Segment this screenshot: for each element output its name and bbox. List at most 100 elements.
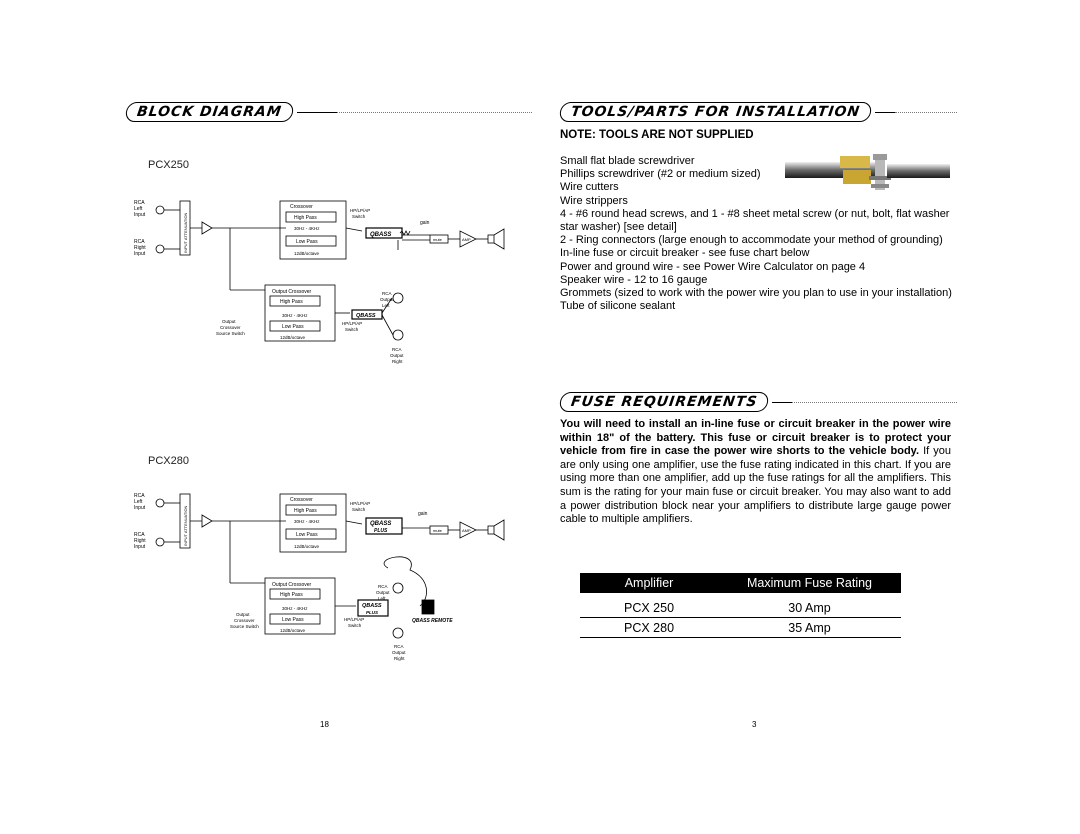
svg-text:Low Pass: Low Pass — [282, 617, 304, 623]
list-item: Phillips screwdriver (#2 or medium sized… — [560, 168, 761, 181]
svg-text:Right: Right — [134, 538, 146, 544]
svg-text:RCA: RCA — [394, 644, 404, 649]
svg-text:PLUS: PLUS — [366, 610, 378, 615]
block-diagram-header: BLOCK DIAGRAM — [124, 101, 532, 123]
column-header: Amplifier — [580, 573, 718, 593]
svg-text:Input: Input — [134, 544, 146, 550]
svg-text:Left: Left — [134, 499, 143, 505]
page-number-right: 3 — [752, 720, 757, 729]
svg-text:Input: Input — [134, 505, 146, 511]
list-item: Small flat blade screwdriver — [560, 155, 695, 167]
svg-text:Right: Right — [394, 656, 405, 661]
model-label-pcx280: PCX280 — [148, 455, 189, 467]
svg-text:mute: mute — [433, 237, 443, 242]
svg-text:High Pass: High Pass — [294, 215, 317, 221]
header-rule — [772, 401, 793, 403]
svg-text:Output Crossover: Output Crossover — [272, 289, 312, 295]
svg-text:Source Switch: Source Switch — [216, 331, 245, 336]
svg-text:High Pass: High Pass — [280, 299, 303, 305]
fuse-paragraph: You will need to install an in-line fuse… — [560, 418, 951, 527]
svg-text:QBASS: QBASS — [370, 232, 391, 238]
table-cell: PCX 280 — [580, 617, 718, 638]
svg-text:Low Pass: Low Pass — [282, 324, 304, 330]
table-cell: 35 Amp — [718, 617, 901, 638]
svg-text:QBASS: QBASS — [370, 521, 391, 527]
svg-text:gain: gain — [418, 511, 428, 517]
svg-text:Left: Left — [134, 206, 143, 212]
svg-text:HP/LP/AP: HP/LP/AP — [350, 208, 370, 213]
svg-text:Output: Output — [222, 319, 236, 324]
svg-text:Output: Output — [236, 612, 250, 617]
svg-text:Output: Output — [392, 650, 406, 655]
table-cell: PCX 250 — [580, 598, 718, 618]
fuse-paragraph-regular: If you are only using one amplifier, use… — [560, 445, 951, 526]
svg-text:Crossover: Crossover — [220, 325, 241, 330]
table-row: PCX 280 35 Amp — [580, 617, 901, 638]
svg-text:RCA: RCA — [392, 347, 402, 352]
svg-text:Left: Left — [382, 303, 390, 308]
svg-text:RCA: RCA — [134, 532, 145, 538]
fuse-paragraph-bold: You will need to install an in-line fuse… — [560, 418, 951, 458]
svg-text:HP/LP/AP: HP/LP/AP — [344, 617, 364, 622]
list-item: star washer) [see detail] — [560, 221, 677, 234]
svg-text:12dB/octave: 12dB/octave — [294, 544, 320, 549]
list-item: 2 - Ring connectors (large enough to acc… — [560, 234, 943, 247]
tools-header-title: TOOLS/PARTS FOR INSTALLATION — [558, 102, 873, 122]
svg-text:12dB/octave: 12dB/octave — [280, 628, 306, 633]
svg-text:30Hz - 4KHz: 30Hz - 4KHz — [294, 519, 320, 524]
svg-text:HP/LP/AP: HP/LP/AP — [342, 321, 362, 326]
svg-text:High Pass: High Pass — [280, 592, 303, 598]
list-item: Grommets (sized to work with the power w… — [560, 287, 952, 300]
svg-text:RCA: RCA — [134, 239, 145, 245]
list-item: In-line fuse or circuit breaker - see fu… — [560, 247, 810, 260]
svg-text:Output: Output — [380, 297, 394, 302]
svg-text:Crossover: Crossover — [290, 497, 313, 503]
svg-text:Input: Input — [134, 212, 146, 218]
fuse-table: Amplifier Maximum Fuse Rating PCX 250 30… — [580, 573, 901, 638]
svg-text:Low Pass: Low Pass — [296, 239, 318, 245]
svg-text:Output Crossover: Output Crossover — [272, 582, 312, 588]
svg-text:Input: Input — [134, 251, 146, 257]
svg-text:High Pass: High Pass — [294, 508, 317, 514]
svg-text:gain: gain — [420, 220, 430, 226]
tools-list: Small flat blade screwdriver Phillips sc… — [560, 155, 952, 313]
svg-text:Crossover: Crossover — [290, 204, 313, 210]
page-number-left: 18 — [320, 720, 329, 729]
svg-text:Right: Right — [392, 359, 403, 364]
svg-text:HP/LP/AP: HP/LP/AP — [350, 501, 370, 506]
svg-text:Low Pass: Low Pass — [296, 532, 318, 538]
fuse-header-title: FUSE REQUIREMENTS — [558, 392, 770, 412]
svg-text:RCA: RCA — [378, 584, 388, 589]
tools-header: TOOLS/PARTS FOR INSTALLATION — [558, 101, 957, 123]
header-dotted-rule — [336, 111, 532, 113]
table-row: PCX 250 30 Amp — [580, 598, 901, 618]
table-cell: 30 Amp — [718, 598, 901, 618]
list-item: Wire cutters — [560, 181, 619, 194]
column-header: Maximum Fuse Rating — [718, 573, 901, 593]
header-dotted-rule — [792, 401, 957, 403]
block-diagram-pcx280: RCA Left Input RCA Right Input INPUT ATT… — [134, 493, 505, 661]
svg-text:RCA: RCA — [382, 291, 392, 296]
svg-text:12dB/octave: 12dB/octave — [280, 335, 306, 340]
list-item: Tube of silicone sealant — [560, 300, 676, 313]
svg-text:12dB/octave: 12dB/octave — [294, 251, 320, 256]
svg-text:Output: Output — [390, 353, 404, 358]
svg-text:Source Switch: Source Switch — [230, 624, 259, 629]
svg-text:Crossover: Crossover — [234, 618, 255, 623]
svg-text:Switch: Switch — [345, 327, 359, 332]
wire-and-screws-image — [785, 154, 950, 190]
svg-text:30Hz - 4KHz: 30Hz - 4KHz — [282, 313, 308, 318]
svg-text:AMP: AMP — [462, 528, 471, 533]
block-diagram-pcx250: RCA Left Input RCA Right Input INPUT ATT… — [134, 200, 505, 364]
svg-text:Output: Output — [376, 590, 390, 595]
tools-note: NOTE: TOOLS ARE NOT SUPPLIED — [560, 129, 754, 141]
svg-text:Left: Left — [378, 596, 386, 601]
svg-text:30Hz - 4KHz: 30Hz - 4KHz — [282, 606, 308, 611]
svg-text:Right: Right — [134, 245, 146, 251]
header-dotted-rule — [895, 111, 957, 113]
svg-text:Switch: Switch — [352, 507, 366, 512]
list-item: Wire strippers — [560, 194, 628, 207]
list-item: Speaker wire - 12 to 16 gauge — [560, 273, 708, 286]
svg-text:30Hz - 4KHz: 30Hz - 4KHz — [294, 226, 320, 231]
block-diagram-title: BLOCK DIAGRAM — [124, 102, 295, 122]
